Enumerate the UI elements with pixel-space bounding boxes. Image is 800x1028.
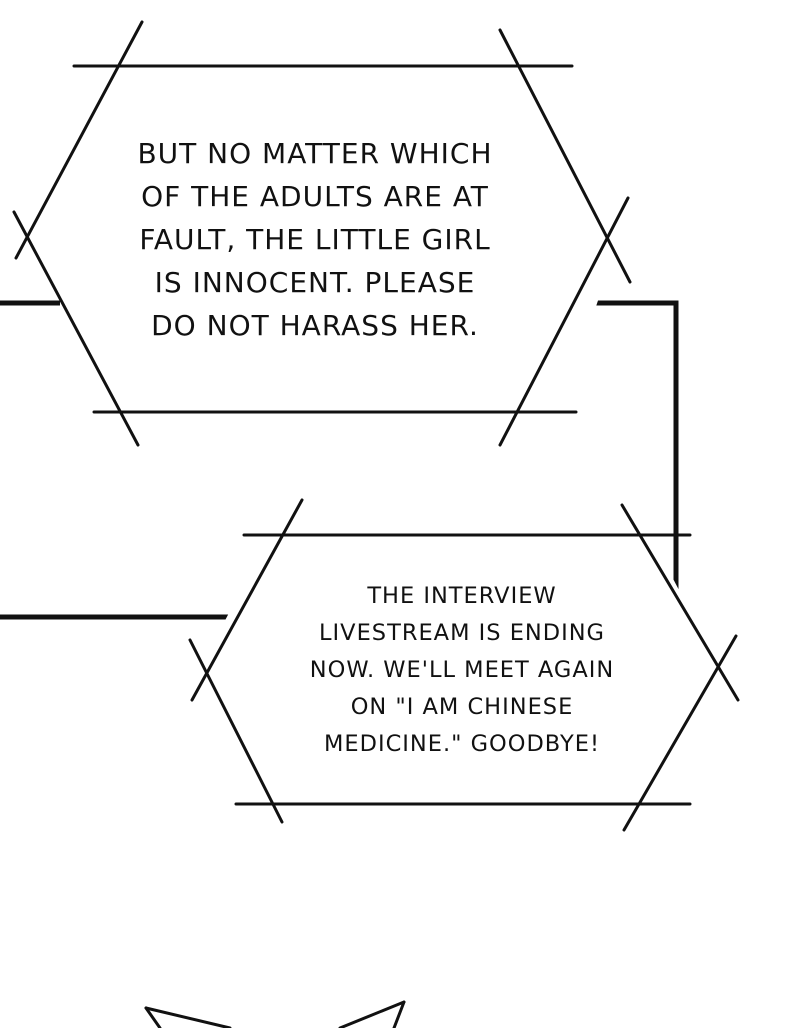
speech-bubble-top-text: BUT NO MATTER WHICH OF THE ADULTS ARE AT… — [100, 132, 530, 347]
partial-bubble-bottom-edge — [144, 1000, 406, 1028]
bubble-text-line: MEDICINE." GOODBYE! — [323, 731, 600, 757]
speech-bubble-top — [12, 20, 632, 447]
bubble-text-line: OF THE ADULTS ARE AT — [141, 180, 489, 213]
bubble-text-line: DO NOT HARASS HER. — [151, 309, 479, 342]
bubble-text-line: LIVESTREAM IS ENDING — [319, 620, 605, 646]
speech-bubble-bottom — [188, 498, 740, 832]
bubble-text-line: THE INTERVIEW — [367, 583, 557, 609]
bubble-text-line: NOW. WE'LL MEET AGAIN — [309, 657, 615, 683]
bubble-text-line: ON "I AM CHINESE — [350, 694, 574, 720]
bubble-text-line: IS INNOCENT. PLEASE — [154, 266, 476, 299]
bubble-text-line: BUT NO MATTER WHICH — [137, 137, 493, 170]
speech-bubble-bottom-text: THE INTERVIEW LIVESTREAM IS ENDING NOW. … — [262, 578, 662, 763]
connector-lines — [0, 300, 679, 620]
bubble-text-line: FAULT, THE LITTLE GIRL — [139, 223, 491, 256]
